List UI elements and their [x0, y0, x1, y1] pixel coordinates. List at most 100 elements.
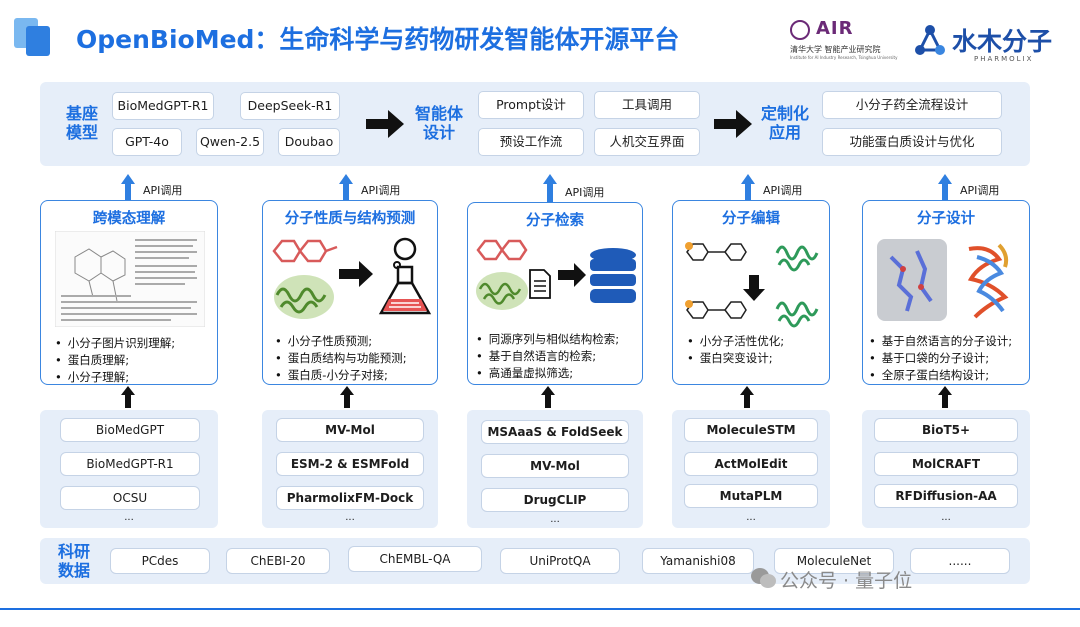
small-molecule-icon [272, 239, 338, 263]
more-indicator: ... [941, 512, 951, 523]
more-indicator: ... [345, 512, 355, 523]
cap-card-cross-modal: 跨模态理解 小分子图片识别理解; 蛋白质理解; 小分子理解; [40, 200, 218, 385]
arrow-right-icon [366, 110, 404, 138]
api-label: API调用 [361, 184, 401, 197]
dataset-item: MoleculeNet [774, 548, 894, 574]
lab-flask-icon [378, 237, 432, 315]
brand-square-dark [26, 26, 50, 56]
protein-structure-icon [775, 245, 819, 272]
pharmolix-name: 水木分子 [952, 27, 1053, 56]
pharmolix-sub: PHARMOLIX [974, 55, 1034, 63]
research-data-label: 科研 数据 [57, 542, 90, 580]
footer-divider [0, 608, 1080, 610]
api-label: API调用 [960, 184, 1000, 197]
arrow-right-icon [558, 263, 586, 287]
dataset-item: UniProtQA [500, 548, 620, 574]
bullet-item: 基于自然语言的检索; [476, 348, 619, 365]
bullet-item: 蛋白质-小分子对接; [275, 367, 407, 384]
model-group: MSAaaS & FoldSeek MV-Mol DrugCLIP ... [467, 410, 643, 528]
api-label: API调用 [143, 184, 183, 197]
bullet-item: 蛋白质理解; [55, 352, 175, 369]
model-item: MV-Mol [276, 418, 424, 442]
bullet-item: 同源序列与相似结构检索; [476, 331, 619, 348]
model-item: MSAaaS & FoldSeek [481, 420, 629, 444]
card-bullets: 同源序列与相似结构检索; 基于自然语言的检索; 高通量虚拟筛选; [476, 331, 619, 382]
bullet-item: 全原子蛋白结构设计; [869, 367, 1012, 384]
foundation-model: GPT-4o [112, 128, 182, 156]
model-item: BioT5+ [874, 418, 1018, 442]
more-indicator: ... [746, 512, 756, 523]
agent-item: 人机交互界面 [594, 128, 700, 156]
arrow-up-icon [541, 386, 555, 408]
more-indicator: ... [550, 514, 560, 525]
page-title: OpenBioMed：生命科学与药物研发智能体开源平台 [76, 25, 680, 54]
arrow-up-icon [543, 174, 557, 202]
bullet-item: 小分子性质预测; [275, 333, 407, 350]
model-item: MV-Mol [481, 454, 629, 478]
custom-app-item: 小分子药全流程设计 [822, 91, 1002, 119]
small-molecule-icon [476, 239, 528, 261]
dataset-item: ...... [910, 548, 1010, 574]
agent-item: 工具调用 [594, 91, 700, 119]
agent-item: 预设工作流 [478, 128, 584, 156]
foundation-label: 基座 模型 [65, 104, 98, 142]
model-item: BioMedGPT-R1 [60, 452, 200, 476]
foundation-model: BioMedGPT-R1 [112, 92, 214, 120]
arrow-up-icon [339, 174, 353, 202]
arrow-down-icon [743, 275, 765, 301]
bullet-item: 基于自然语言的分子设计; [869, 333, 1012, 350]
arrow-up-icon [938, 386, 952, 408]
card-bullets: 小分子活性优化; 蛋白突变设计; [687, 333, 784, 367]
document-icon [529, 269, 551, 299]
agent-design-label: 智能体 设计 [414, 104, 463, 142]
api-label: API调用 [763, 184, 803, 197]
model-group: BioMedGPT BioMedGPT-R1 OCSU ... [40, 410, 218, 528]
agent-item: Prompt设计 [478, 91, 584, 119]
bullet-item: 小分子活性优化; [687, 333, 784, 350]
cap-card-retrieval: 分子检索 同源序列与相似结构检索; 基于自然语言的检索; 高通量虚拟筛选; [467, 202, 643, 385]
card-bullets: 基于自然语言的分子设计; 基于口袋的分子设计; 全原子蛋白结构设计; [869, 333, 1012, 384]
bullet-item: 小分子图片识别理解; [55, 335, 175, 352]
small-molecule-icon [685, 300, 747, 319]
card-bullets: 小分子性质预测; 蛋白质结构与功能预测; 蛋白质-小分子对接; [275, 333, 407, 384]
arrow-up-icon [741, 174, 755, 202]
model-item: RFDiffusion-AA [874, 484, 1018, 508]
small-molecule-icon [685, 242, 747, 261]
arrow-up-icon [340, 386, 354, 408]
card-title: 分子检索 [526, 213, 584, 229]
bullet-item: 蛋白质结构与功能预测; [275, 350, 407, 367]
custom-app-label: 定制化 应用 [760, 104, 809, 142]
card-title: 跨模态理解 [92, 211, 166, 227]
air-logo-line2: Institute for AI Industry Research, Tsin… [790, 55, 898, 60]
model-group: MV-Mol ESM-2 & ESMFold PharmolixFM-Dock … [262, 410, 438, 528]
protein-structure-icon [775, 301, 819, 328]
arrow-up-icon [121, 174, 135, 202]
arrow-up-icon [740, 386, 754, 408]
database-icon [590, 248, 636, 303]
model-item: MoleculeSTM [684, 418, 818, 442]
air-logo: AIR 清华大学 智能产业研究院 Institute for AI Indust… [790, 18, 898, 66]
pocket-molecule-icon [877, 239, 947, 321]
api-label: API调用 [565, 186, 605, 199]
cap-card-design: 分子设计 基于自然语言的分子设计; 基于口袋的分子设计; 全原子蛋白结构设计; [862, 200, 1030, 385]
dataset-item: PCdes [110, 548, 210, 574]
card-title: 分子设计 [917, 211, 975, 227]
dataset-item: Yamanishi08 [642, 548, 754, 574]
model-item: MutaPLM [684, 484, 818, 508]
arrow-up-icon [121, 386, 135, 408]
card-bullets: 小分子图片识别理解; 蛋白质理解; 小分子理解; [55, 335, 175, 386]
model-item: DrugCLIP [481, 488, 629, 512]
arrow-right-icon [714, 110, 752, 138]
model-group: BioT5+ MolCRAFT RFDiffusion-AA ... [862, 410, 1030, 528]
tsinghua-seal-icon [790, 20, 810, 40]
dataset-item: ChEMBL-QA [348, 546, 482, 572]
model-item: BioMedGPT [60, 418, 200, 442]
card-title: 分子编辑 [722, 211, 780, 227]
bullet-item: 蛋白突变设计; [687, 350, 784, 367]
pharmolix-logo: 水木分子 PHARMOLIX [912, 20, 1072, 68]
cap-card-prediction: 分子性质与结构预测 小分子性质预测; 蛋白质结构与功能预测; 蛋白质-小分子对接… [262, 200, 438, 385]
cap-card-editing: 分子编辑 小分子活性优化; 蛋白突变设计; [672, 200, 830, 385]
document-image-icon [55, 231, 205, 327]
foundation-model: DeepSeek-R1 [240, 92, 340, 120]
air-logo-line1: 清华大学 智能产业研究院 [790, 45, 881, 54]
